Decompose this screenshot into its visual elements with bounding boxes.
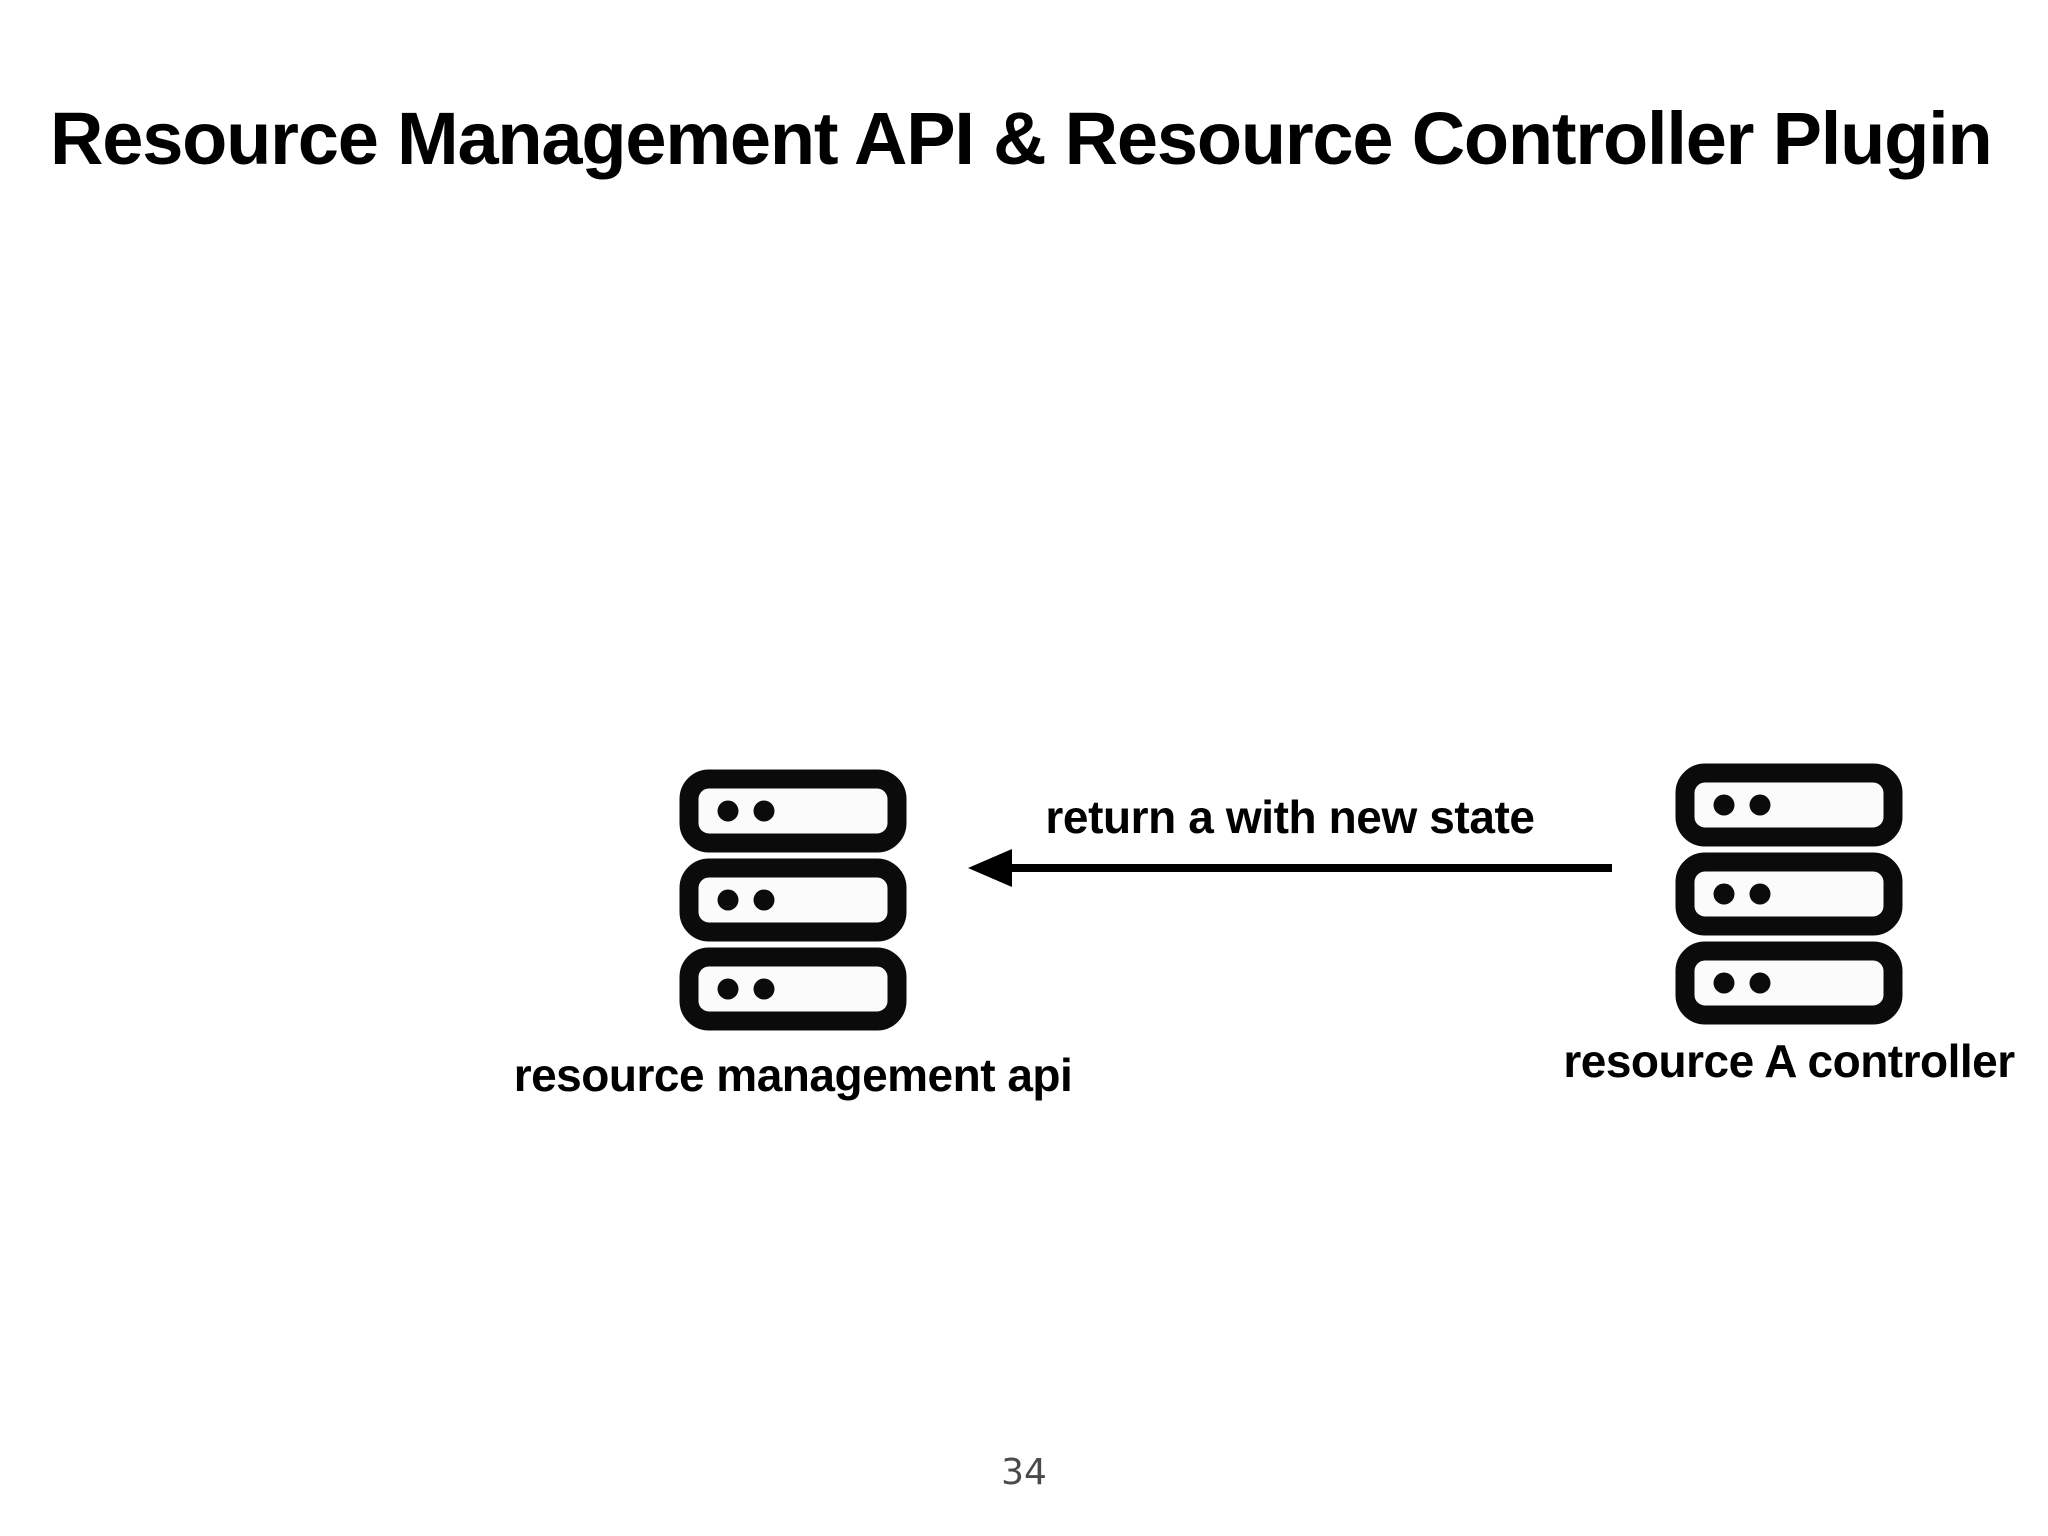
page-title: Resource Management API & Resource Contr…	[50, 96, 1993, 180]
diagram-node-resource-management-api[interactable]: resource management api	[514, 768, 1073, 1101]
diagram-node-label: resource management api	[513, 1049, 1073, 1101]
page-number: 34	[1001, 1452, 1047, 1493]
diagram-edge-return-a-with-new-state: return a with new state	[960, 790, 1620, 910]
diagram-node-resource-a-controller[interactable]: resource A controller	[1563, 762, 2015, 1087]
diagram-edge-label: return a with new state	[1045, 791, 1535, 843]
diagram-node-label: resource A controller	[1563, 1035, 2015, 1087]
server-stack-icon	[1674, 762, 1904, 1031]
server-stack-icon	[678, 768, 908, 1037]
